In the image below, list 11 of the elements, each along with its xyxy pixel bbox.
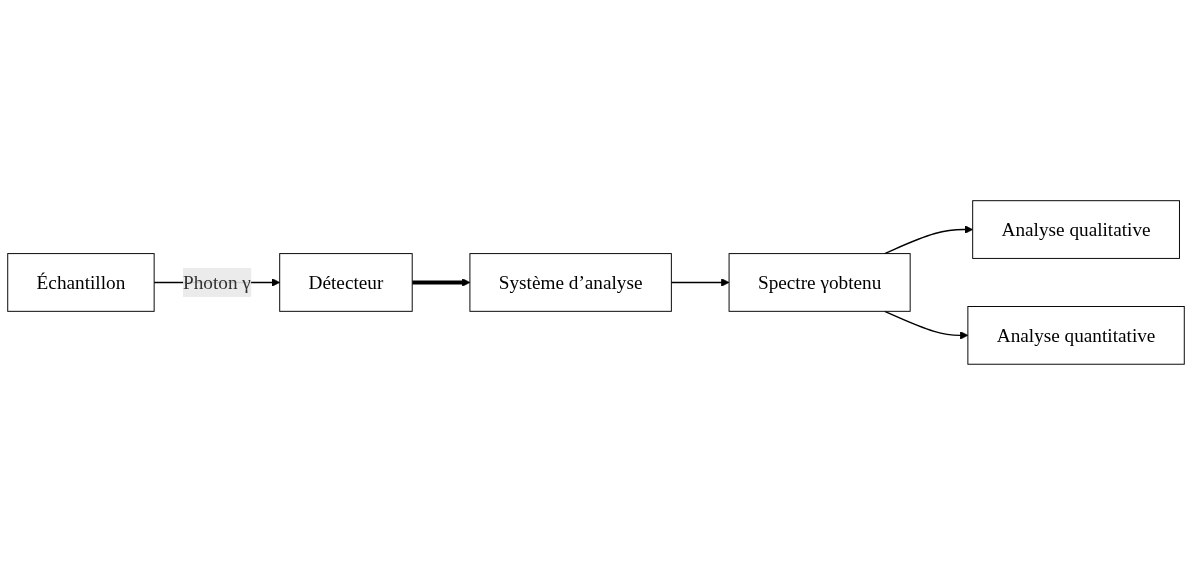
node-box: Spectre γobtenu <box>728 252 911 312</box>
node-box: Analyse qualitative <box>972 199 1180 259</box>
arrow <box>884 224 974 254</box>
node-box: Échantillon <box>7 252 155 312</box>
node-box: Analyse quantitative <box>967 305 1185 365</box>
arrow <box>670 277 730 287</box>
node-box: Système d’analyse <box>469 252 672 312</box>
arrow <box>412 277 471 287</box>
edge-label: Photon γ <box>183 271 251 293</box>
node-box: Détecteur <box>279 252 413 312</box>
arrow <box>884 310 969 340</box>
